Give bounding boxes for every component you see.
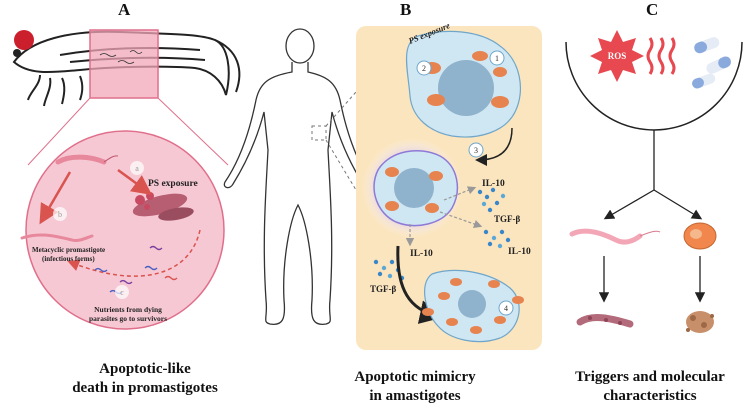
- arrow-b: [39, 171, 72, 225]
- caption-b-line1: Apoptotic mimicry: [354, 369, 476, 385]
- step-4-badge: 4: [498, 300, 514, 316]
- amastigote-cell-icon: [683, 222, 717, 250]
- panel-a: a b c PS exposure Metacyclic promastigot…: [12, 29, 241, 330]
- panel-c: ROS: [565, 30, 743, 333]
- step-4-label: 4: [504, 304, 508, 313]
- promastigote-top: [55, 154, 119, 165]
- metacyclic-label-line1: Metacyclic promastigote: [32, 246, 105, 254]
- red-dot-marker: [14, 30, 34, 50]
- arrow-a: [117, 168, 153, 195]
- tgfb-label-2: TGF-β: [370, 284, 396, 294]
- il10-label-2: IL-10: [508, 247, 531, 257]
- macrophage-bottom: [422, 269, 524, 343]
- cytokine-signal-arrows: [405, 186, 483, 247]
- nutrients-label-line1: Nutrients from dying: [94, 305, 162, 314]
- step-3-badge: 3: [468, 142, 484, 158]
- metacyclic-promastigote-drawing: [20, 233, 94, 242]
- heat-waves-icon: [646, 37, 676, 75]
- ps-exposure-label-a: PS exposure: [148, 179, 198, 189]
- caption-a-line1: Apoptotic-like: [99, 361, 191, 377]
- ros-starburst-icon: ROS: [590, 30, 644, 82]
- midgut-highlight-box: [89, 29, 159, 99]
- cytokine-dots-mid-right: [483, 229, 511, 249]
- panel-b: PS exposure 1 2 3: [356, 20, 542, 350]
- human-body-outline: [223, 28, 373, 326]
- step-1-label: 1: [495, 54, 499, 63]
- step-c-badge: c: [115, 285, 129, 299]
- step-a-label: a: [135, 164, 139, 173]
- caption-b: Apoptotic mimicry in amastigotes: [320, 368, 510, 406]
- caption-a: Apoptotic-like death in promastigotes: [40, 360, 250, 398]
- step-2-label: 2: [422, 64, 426, 73]
- nutrient-squiggles: [94, 245, 178, 295]
- step-2-badge: 2: [416, 60, 432, 76]
- panel-letter-b: B: [400, 0, 412, 19]
- step-3-label: 3: [474, 146, 478, 155]
- promastigote-zoom-circle: [25, 130, 225, 330]
- step-b-badge: b: [53, 207, 67, 221]
- panel-letter-c: C: [646, 0, 659, 19]
- step-1-badge: 1: [489, 50, 505, 66]
- zoom-line-left: [27, 97, 91, 166]
- caption-a-line2: death in promastigotes: [72, 380, 218, 396]
- drug-capsules-icon: [692, 37, 731, 89]
- il10-label-3: IL-10: [410, 249, 433, 259]
- arrow-c-dashed: [67, 229, 201, 277]
- black-dot-marker: [13, 49, 21, 57]
- tgfb-label-1: TGF-β: [494, 214, 520, 224]
- zoom-lines-to-b: [311, 91, 357, 191]
- branching-lines: [598, 130, 706, 303]
- apoptotic-amastigote-icon: [686, 311, 714, 333]
- arrow-to-apoptotic-cell: [475, 127, 513, 166]
- panel-letter-a: A: [118, 0, 131, 19]
- step-b-label: b: [58, 210, 62, 219]
- promastigotes-in-gut: [99, 50, 143, 64]
- step-a-badge: a: [130, 161, 144, 175]
- caption-b-line2: in amastigotes: [369, 388, 461, 404]
- ros-label: ROS: [608, 51, 627, 61]
- caption-c-line2: characteristics: [603, 388, 697, 404]
- zoom-line-right: [157, 97, 229, 166]
- il10-label-1: IL-10: [482, 179, 505, 189]
- nutrients-label-line2: parasites go to survivors: [89, 314, 167, 323]
- caption-c-line1: Triggers and molecular: [575, 369, 725, 385]
- step-c-label: c: [120, 288, 124, 297]
- caption-c: Triggers and molecular characteristics: [560, 368, 740, 406]
- cytokine-dots-top-right: [477, 187, 506, 213]
- macrophage-apoptotic-mimicry: [373, 149, 459, 227]
- promastigote-cell-icon: [569, 228, 661, 245]
- dying-parasites-cluster: [132, 192, 194, 221]
- metacyclic-label-line2: (infectious forms): [42, 255, 95, 263]
- apoptotic-promastigote-icon: [576, 314, 634, 328]
